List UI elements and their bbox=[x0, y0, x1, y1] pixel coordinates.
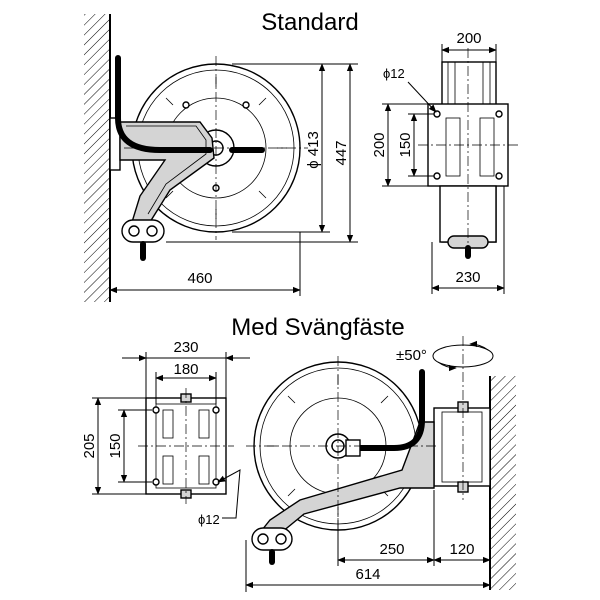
hose-coupling bbox=[345, 439, 361, 457]
dim-plate-height-205: 205 bbox=[81, 433, 98, 458]
dim-hole-spacing-150: 150 bbox=[397, 132, 414, 157]
dim-side-width-200: 200 bbox=[456, 30, 481, 47]
dim-side-width-230: 230 bbox=[455, 269, 480, 286]
dim-plate-width-230: 230 bbox=[173, 339, 198, 356]
mounting-hole bbox=[152, 478, 160, 486]
plate-slot bbox=[198, 455, 210, 485]
plate-slot bbox=[198, 409, 210, 439]
dim-diameter-413: ϕ 413 bbox=[305, 131, 322, 169]
standard-front-view: ϕ 413 447 460 bbox=[84, 14, 358, 302]
wall-hatch bbox=[490, 376, 516, 590]
wall-hatch bbox=[84, 14, 110, 302]
dim-hole-spacing-150: 150 bbox=[107, 433, 124, 458]
title-standard: Standard bbox=[261, 9, 358, 36]
leader-hole bbox=[407, 81, 437, 113]
guide-roller bbox=[146, 225, 158, 237]
plate-slot bbox=[479, 117, 495, 177]
rotation-arrow-left bbox=[437, 361, 457, 372]
plate-slot bbox=[162, 455, 174, 485]
dim-height-447: 447 bbox=[333, 140, 350, 165]
swivel-hose bbox=[353, 369, 425, 451]
dim-center-offset-250: 250 bbox=[379, 541, 404, 558]
dim-total-length-614: 614 bbox=[355, 566, 380, 583]
mounting-hole bbox=[433, 110, 441, 118]
dim-wall-offset-120: 120 bbox=[449, 541, 474, 558]
standard-side-view: 200 ϕ12 200 150 230 bbox=[371, 30, 520, 294]
plate-slot bbox=[445, 117, 461, 177]
leader-hole bbox=[217, 469, 241, 519]
title-swivel: Med Svängfäste bbox=[231, 314, 404, 341]
guide-roller bbox=[128, 225, 140, 237]
guide-roller bbox=[257, 533, 269, 545]
swivel-front-view: ±50° 250 120 614 bbox=[245, 336, 516, 592]
drum-bolt bbox=[242, 101, 250, 109]
dim-swivel-angle: ±50° bbox=[396, 347, 427, 364]
mounting-hole bbox=[212, 406, 220, 414]
drum-bolt bbox=[182, 101, 190, 109]
dim-bracket-height-200: 200 bbox=[371, 132, 388, 157]
guide-roller bbox=[275, 533, 287, 545]
rotation-arrow-right bbox=[469, 340, 489, 351]
plate-slot bbox=[162, 409, 174, 439]
rotation-ellipse bbox=[432, 344, 494, 368]
hose bbox=[115, 55, 213, 153]
dim-hole-diameter: ϕ12 bbox=[383, 66, 405, 81]
swivel-plate-view: 230 180 205 150 ϕ12 bbox=[81, 339, 250, 527]
mounting-hole bbox=[495, 172, 503, 180]
dim-width-460: 460 bbox=[187, 270, 212, 287]
mounting-hole bbox=[152, 406, 160, 414]
dim-hole-spacing-180: 180 bbox=[173, 361, 198, 378]
mounting-hole bbox=[495, 110, 503, 118]
mounting-hole bbox=[433, 172, 441, 180]
dim-swivel-hole-diameter: ϕ12 bbox=[198, 512, 220, 527]
